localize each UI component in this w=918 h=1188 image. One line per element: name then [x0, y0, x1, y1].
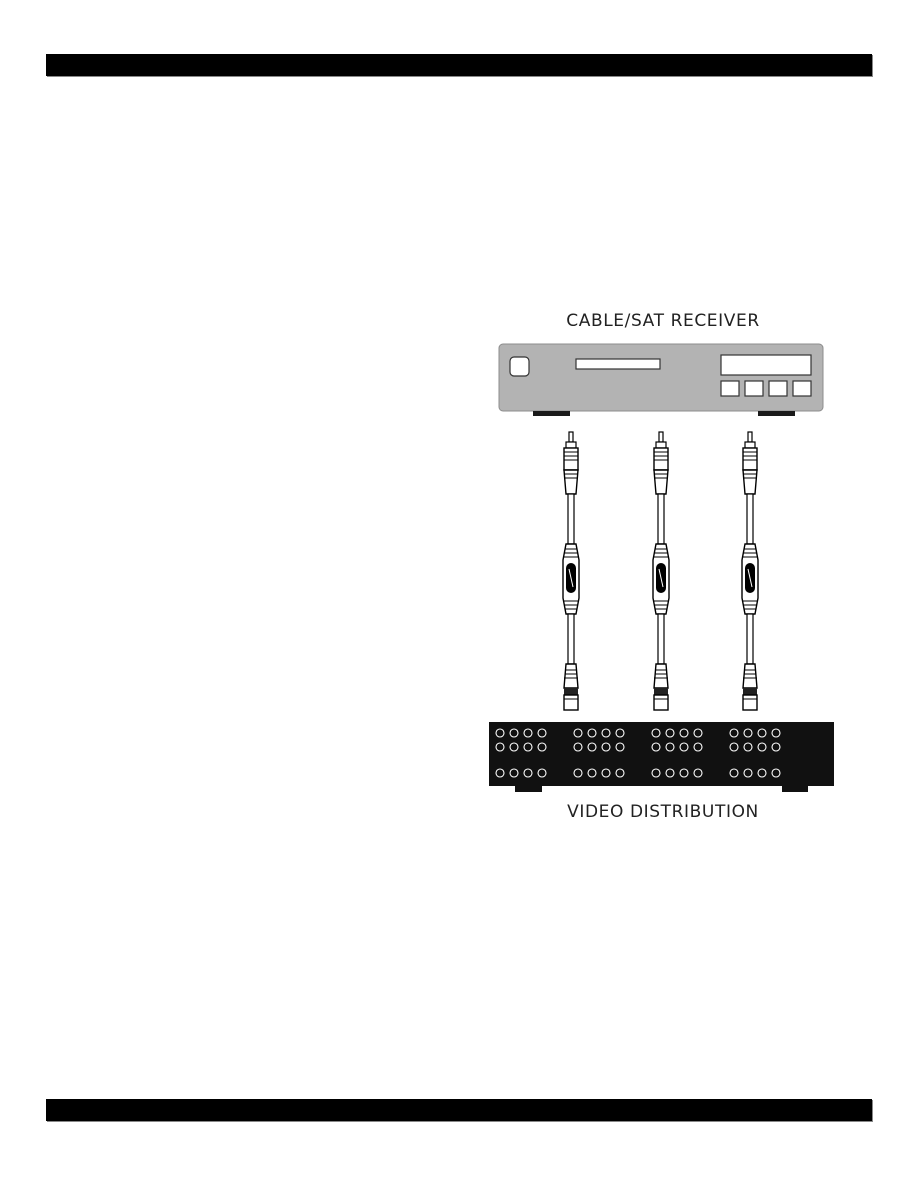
- receiver-foot-right: [758, 411, 795, 416]
- front-button: [769, 381, 787, 396]
- distribution-foot-right: [782, 786, 808, 792]
- footer-bar: [46, 1099, 872, 1121]
- receiver-foot-left: [533, 411, 570, 416]
- rca-cable: [653, 432, 669, 710]
- front-button: [793, 381, 811, 396]
- distribution-foot-left: [515, 786, 542, 792]
- rca-cable: [742, 432, 758, 710]
- rca-cable: [563, 432, 579, 710]
- front-button: [745, 381, 763, 396]
- cable-sat-receiver: [499, 344, 823, 416]
- front-button: [721, 381, 739, 396]
- distribution-label: VIDEO DISTRIBUTION: [503, 802, 823, 822]
- power-button-icon: [510, 357, 529, 376]
- video-distribution-unit: [489, 722, 834, 792]
- front-display: [721, 355, 811, 375]
- disc-slot: [576, 359, 660, 369]
